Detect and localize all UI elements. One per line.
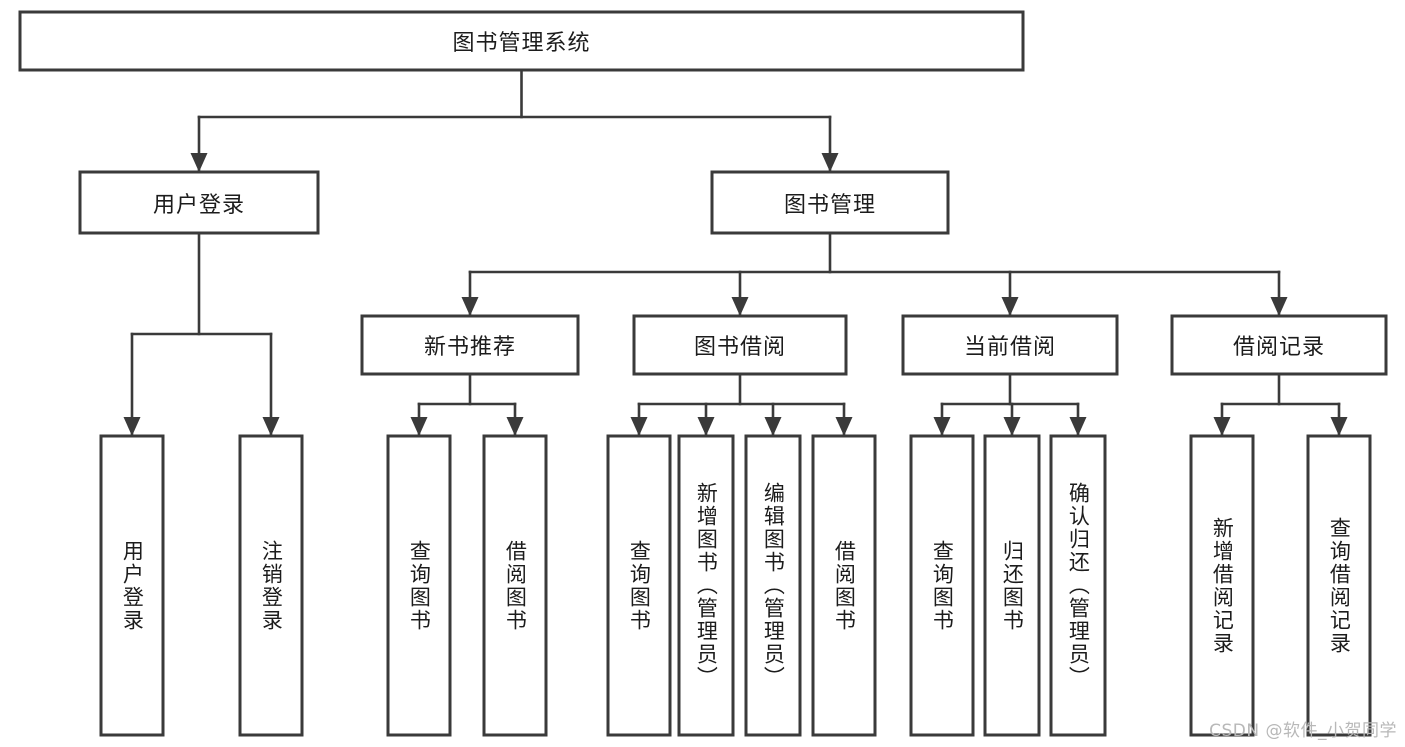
node-box-leaf-edit-book[interactable]	[744, 434, 802, 737]
arrow-leaf-add-book	[697, 417, 715, 436]
node-box-user-login[interactable]	[78, 170, 320, 235]
node-box-borrow-record[interactable]	[1170, 314, 1388, 376]
arrow-leaf-query-book-cur	[933, 417, 951, 436]
node-box-leaf-return-book[interactable]	[983, 434, 1041, 737]
arrow-user-login	[190, 153, 208, 172]
node-box-leaf-borrow-book-bor[interactable]	[811, 434, 877, 737]
node-box-book-manage[interactable]	[710, 170, 950, 235]
arrow-leaf-borrow-book-rec	[506, 417, 524, 436]
arrow-new-book-rec	[461, 297, 479, 316]
node-box-leaf-query-book-cur[interactable]	[909, 434, 975, 737]
arrow-leaf-query-book-bor	[630, 417, 648, 436]
node-box-leaf-user-login[interactable]	[99, 434, 165, 737]
arrow-leaf-return-book	[1003, 417, 1021, 436]
arrow-leaf-logout	[262, 417, 280, 436]
arrow-leaf-query-book-rec	[410, 417, 428, 436]
node-box-leaf-add-record[interactable]	[1189, 434, 1255, 737]
arrow-borrow-record	[1270, 297, 1288, 316]
node-box-leaf-query-book-rec[interactable]	[386, 434, 452, 737]
connector-lines	[123, 68, 1348, 438]
node-box-leaf-confirm-return[interactable]	[1049, 434, 1107, 737]
node-box-leaf-add-book[interactable]	[677, 434, 735, 737]
node-box-leaf-query-book-bor[interactable]	[606, 434, 672, 737]
node-boxes	[18, 10, 1388, 737]
node-box-new-book-rec[interactable]	[360, 314, 580, 376]
arrow-leaf-borrow-book-bor	[835, 417, 853, 436]
arrow-leaf-user-login	[123, 417, 141, 436]
arrow-current-borrow	[1001, 297, 1019, 316]
arrow-book-borrow	[731, 297, 749, 316]
node-box-book-borrow[interactable]	[632, 314, 848, 376]
node-box-leaf-logout[interactable]	[238, 434, 304, 737]
arrow-book-manage	[821, 153, 839, 172]
node-box-leaf-query-record[interactable]	[1306, 434, 1372, 737]
arrow-leaf-query-record	[1330, 417, 1348, 436]
arrow-leaf-add-record	[1213, 417, 1231, 436]
node-box-current-borrow[interactable]	[901, 314, 1119, 376]
node-box-leaf-borrow-book-rec[interactable]	[482, 434, 548, 737]
node-box-root[interactable]	[18, 10, 1025, 72]
arrow-leaf-edit-book	[764, 417, 782, 436]
arrow-leaf-confirm-return	[1069, 417, 1087, 436]
